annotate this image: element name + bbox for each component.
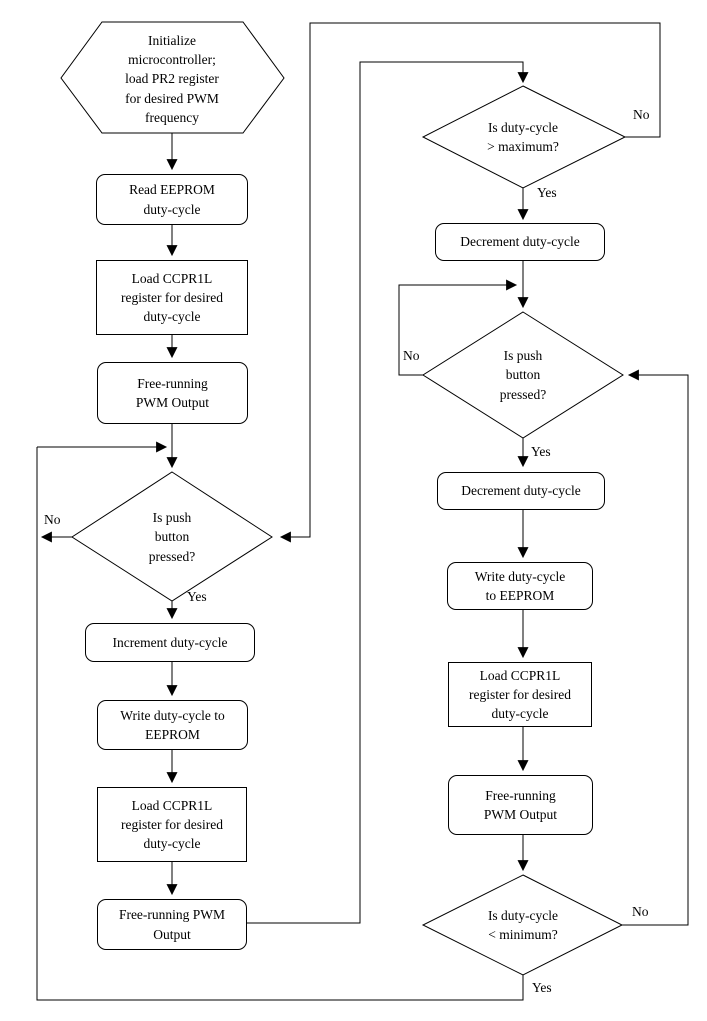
connector-decision-min-yes-loop — [36, 447, 524, 1001]
branch-label-decision-max-yes: Yes — [537, 185, 557, 200]
process-decrement-bottom: Decrement duty-cycle — [437, 472, 605, 510]
terminator-init-label: Initialize microcontroller; load PR2 reg… — [125, 33, 219, 125]
decision-min-label: Is duty-cycle < minimum? — [487, 907, 559, 942]
process-write-eeprom-right: Write duty-cycle to EEPROM — [447, 562, 593, 610]
branch-label-decision2-no: No — [403, 348, 420, 363]
branch-label-decision-min-yes: Yes — [532, 980, 552, 995]
connector-decision-min-no — [622, 369, 689, 926]
decision-push-left-label: Is push button pressed? — [148, 510, 196, 564]
terminator-hexagon-init — [60, 21, 285, 134]
branch-label-decision1-no: No — [44, 512, 61, 527]
process-pwm-output-left1: Free-running PWM Output — [97, 362, 248, 424]
decision-push-right-label: Is push button pressed? — [499, 348, 547, 402]
process-pwm-output-right: Free-running PWM Output — [448, 775, 593, 835]
connector-pwm2-to-decision-max — [247, 61, 529, 924]
process-decrement-top: Decrement duty-cycle — [435, 223, 605, 261]
process-load-ccpr1l-left1: Load CCPR1L register for desired duty-cy… — [96, 260, 248, 335]
process-load-ccpr1l-right: Load CCPR1L register for desired duty-cy… — [448, 662, 592, 727]
process-write-eeprom-left: Write duty-cycle to EEPROM — [97, 700, 248, 750]
process-pwm-output-left2: Free-running PWM Output — [97, 899, 247, 950]
connector-decision-max-no — [279, 22, 661, 543]
connector-decision2-no-selfloop — [398, 279, 518, 376]
branch-label-decision-min-no: No — [632, 904, 649, 919]
branch-label-decision2-yes: Yes — [531, 444, 551, 459]
process-increment-duty-cycle: Increment duty-cycle — [85, 623, 255, 662]
process-read-eeprom: Read EEPROM duty-cycle — [96, 174, 248, 225]
process-load-ccpr1l-left2: Load CCPR1L register for desired duty-cy… — [97, 787, 247, 862]
branch-label-decision1-yes: Yes — [187, 589, 207, 604]
decision-max-label: Is duty-cycle > maximum? — [487, 119, 559, 154]
branch-label-decision-max-no: No — [633, 107, 650, 122]
